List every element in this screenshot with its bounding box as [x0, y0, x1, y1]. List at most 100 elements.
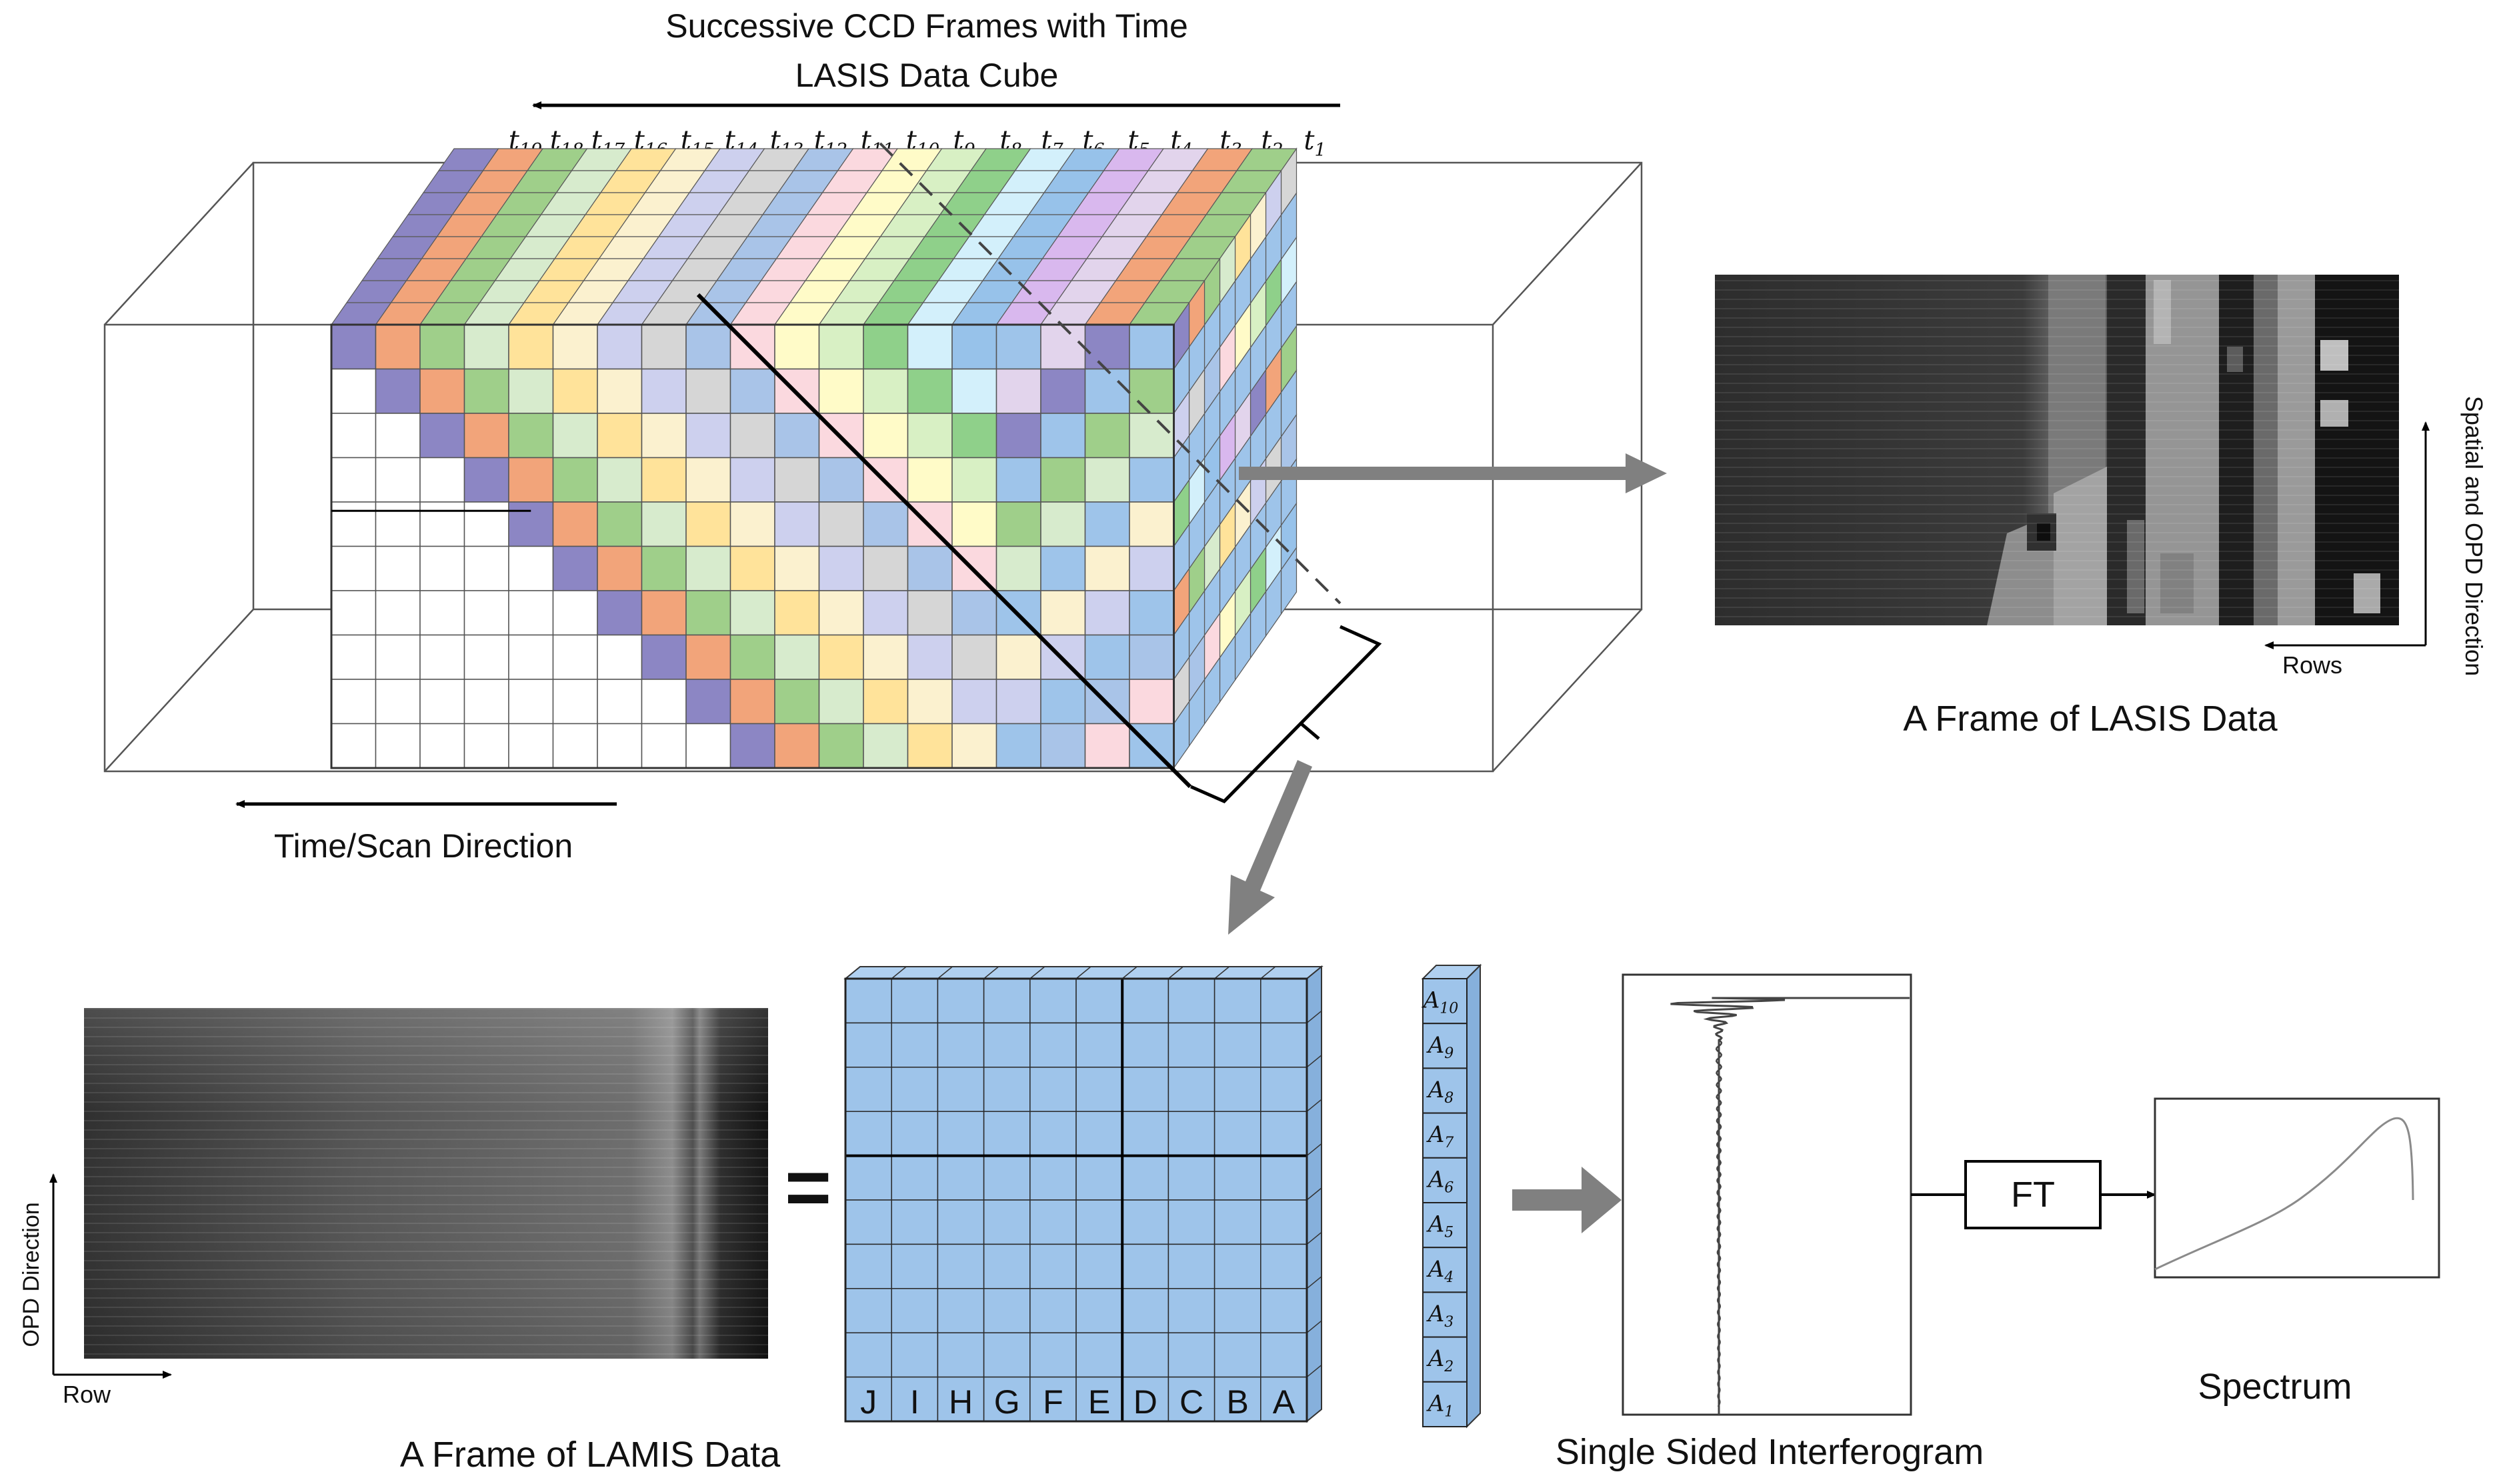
equals-sign: = [785, 1143, 831, 1232]
grid-cell [937, 1376, 985, 1422]
cube-front-cell [331, 413, 377, 459]
cube-front-cell [818, 501, 864, 547]
grid-cell [1121, 1022, 1169, 1068]
cube-front-cell [863, 679, 909, 725]
cube-front-cell [419, 457, 465, 503]
cube-front-cell [863, 723, 909, 769]
grid-cell [1075, 1243, 1123, 1289]
cube-front-cell [331, 634, 377, 680]
cube-front-cell [641, 368, 687, 414]
cube-front-cell [907, 634, 953, 680]
cube-front-cell [818, 457, 864, 503]
cube-front-cell [331, 723, 377, 769]
cube-front-cell [463, 545, 509, 591]
cube-front-cell [331, 679, 377, 725]
cube-front-cell [1084, 501, 1130, 547]
cube-front-cell [995, 501, 1041, 547]
cube-front-cell [818, 324, 864, 370]
grid-cell [1213, 978, 1262, 1024]
cube-front-cell [552, 501, 598, 547]
cube-title-line1: Successive CCD Frames with Time [665, 7, 1188, 45]
cube-front-cell [907, 590, 953, 636]
cube-front-cell [685, 545, 731, 591]
cube-front-cell [508, 634, 554, 680]
cube-front-cell [375, 723, 421, 769]
grid-cell [1075, 1155, 1123, 1201]
grid-cell [1167, 1288, 1215, 1333]
grid-cell [937, 1111, 985, 1157]
cube-front-cell [552, 324, 598, 370]
cube-front-cell [1084, 324, 1130, 370]
grid-cell [1167, 1199, 1215, 1245]
cube-front-cell [995, 723, 1041, 769]
cube-front-cell [375, 501, 421, 547]
grid-cell [891, 1288, 939, 1333]
spectrum-caption: Spectrum [2198, 1367, 2352, 1407]
cube-front-cell [863, 413, 909, 459]
cube-front-cell [463, 590, 509, 636]
cube-front-cell [863, 634, 909, 680]
grid-cell [845, 1155, 892, 1201]
cube-front-cell [375, 324, 421, 370]
cube-front-cell [641, 501, 687, 547]
grid-cell [1029, 1332, 1077, 1378]
grid-cell [1029, 1288, 1077, 1333]
column-cell-subscript: 9 [1444, 1045, 1454, 1062]
grid-outline [844, 977, 1308, 1423]
grid-cell [937, 1022, 985, 1068]
cube-front-cell [1040, 501, 1086, 547]
grid-cell [1213, 1111, 1262, 1157]
dashed-cut-line [879, 142, 1342, 605]
grid-cell [1029, 978, 1077, 1024]
grid-cell [983, 1022, 1031, 1068]
lasis-axis-vertical-label: Spatial and OPD Direction [2460, 396, 2488, 676]
grid-column-letter: G [994, 1383, 1020, 1421]
grid-top-divider [1075, 966, 1091, 979]
cube-front-cell [729, 679, 775, 725]
cube-front-cell [1040, 723, 1086, 769]
cube-front-cell [774, 545, 820, 591]
cube-front-cell [685, 634, 731, 680]
cube-front-cell [419, 413, 465, 459]
grid-cell [891, 978, 939, 1024]
grid-top-divider [891, 966, 907, 979]
time-scan-label: Time/Scan Direction [274, 827, 573, 865]
cube-front-cell [995, 457, 1041, 503]
lasis-frame-image [1715, 275, 2399, 625]
grid-cell [1167, 1376, 1215, 1422]
cube-front-cell [907, 457, 953, 503]
grid-cell [1167, 978, 1215, 1024]
cube-front-cell [951, 590, 997, 636]
cube-front-cell [1084, 723, 1130, 769]
column-cell-subscript: 3 [1444, 1314, 1454, 1331]
cube-front-cell [508, 368, 554, 414]
cube-front-cell [1084, 634, 1130, 680]
grid-top-divider [1029, 966, 1045, 979]
cube-front-cell [774, 590, 820, 636]
cube-front-cell [1129, 413, 1175, 459]
cube-front-cell [1129, 634, 1175, 680]
cube-front-cell [641, 723, 687, 769]
cube-front-cell [463, 501, 509, 547]
cube-front-cell [597, 457, 643, 503]
cube-front-cell [331, 590, 377, 636]
grid-cell [937, 1332, 985, 1378]
cube-front-cell [463, 679, 509, 725]
grid-cell [1029, 1376, 1077, 1422]
grid-cell [1260, 1243, 1308, 1289]
cube-front-cell [419, 723, 465, 769]
arrow-to-lamis-grid [1228, 760, 1312, 935]
cube-front-cell [375, 590, 421, 636]
lamis-frame-image [84, 1008, 768, 1359]
column-cell [1422, 978, 1468, 1025]
grid-cell [1213, 1155, 1262, 1201]
cube-front-cell [1084, 368, 1130, 414]
cube-front-cell [597, 679, 643, 725]
grid-cell [891, 1111, 939, 1157]
grid-side-divider [1306, 1055, 1322, 1068]
grid-cell [1029, 1067, 1077, 1112]
grid-column-letter: C [1179, 1383, 1203, 1421]
interferogram-curve [1670, 997, 1910, 1415]
cube-front-cell [685, 679, 731, 725]
grid-cell [1075, 1332, 1123, 1378]
